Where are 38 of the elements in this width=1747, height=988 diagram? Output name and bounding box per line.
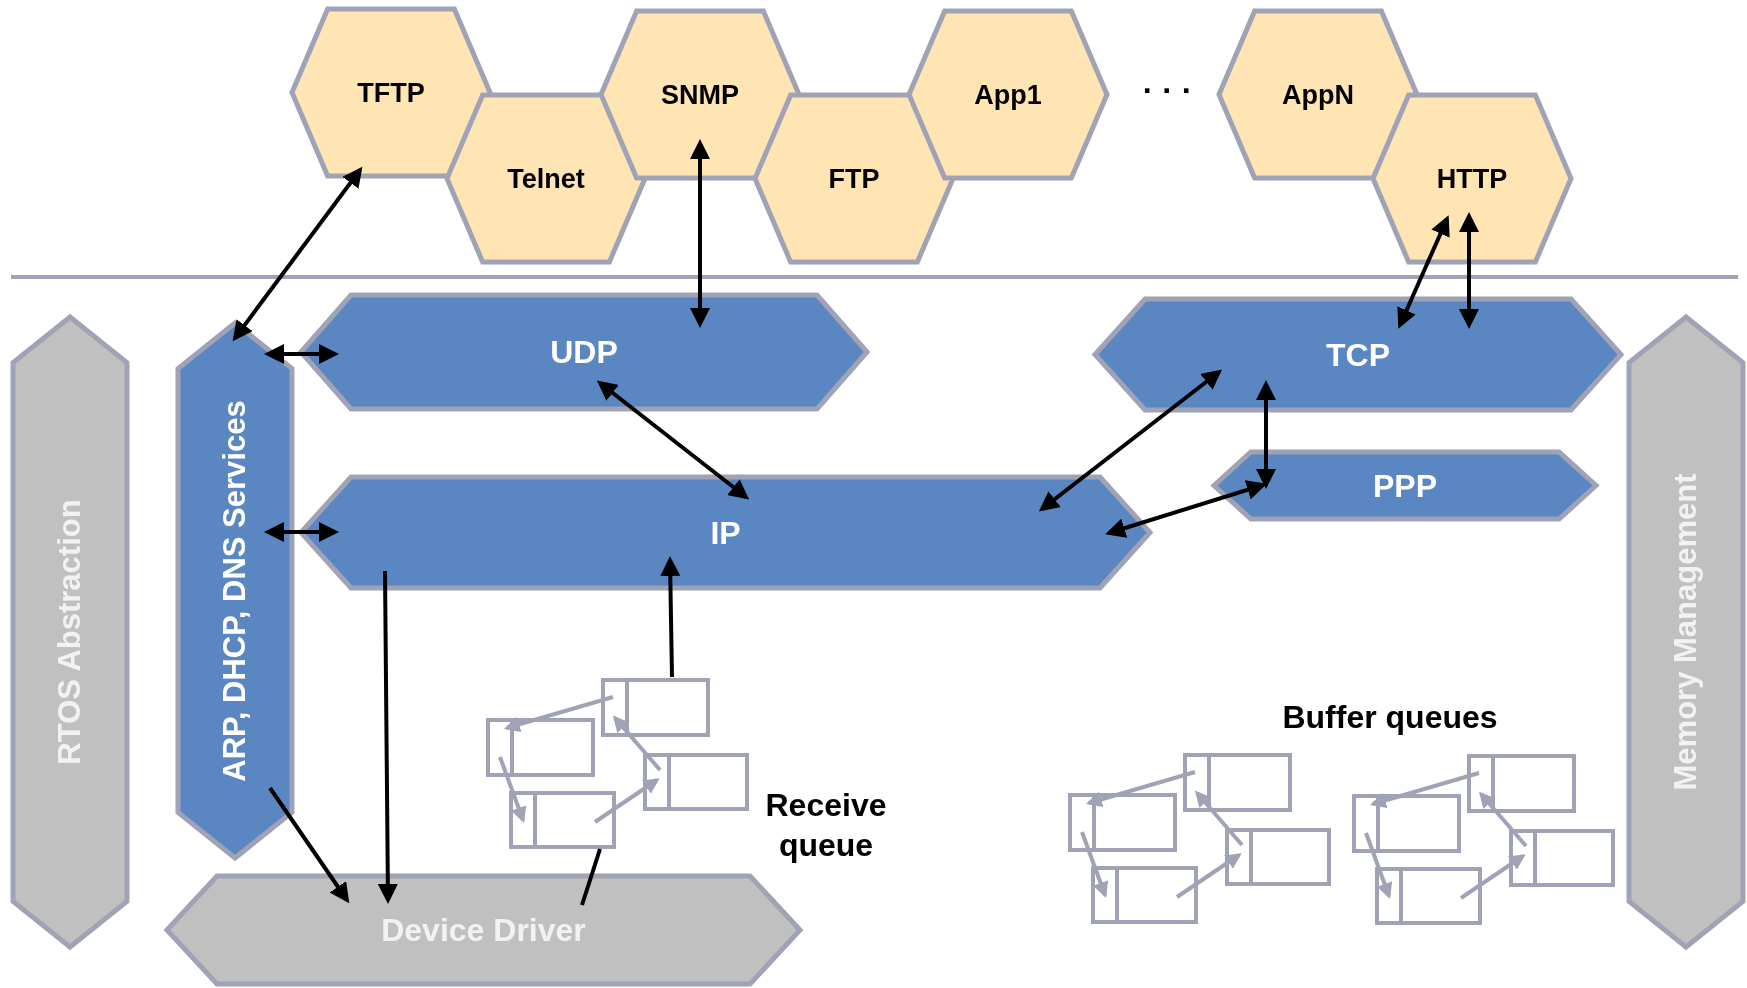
protocol-hexagon: [1373, 95, 1571, 262]
protocol-hexagon: [909, 11, 1107, 178]
ellipsis: · · ·: [1141, 71, 1194, 110]
arrow: [264, 344, 339, 364]
protocol-band: [301, 295, 867, 409]
section-caption: Buffer queues: [1281, 698, 1499, 737]
arrow: [264, 522, 339, 542]
arrow: [1459, 212, 1479, 329]
arrow: [377, 571, 398, 904]
protocol-hexagon: [447, 95, 645, 262]
arrow: [1105, 480, 1267, 538]
layer-label: HTTP: [1436, 163, 1508, 194]
arrow: [690, 139, 710, 328]
layer-label: AppN: [1282, 79, 1354, 110]
layer-label: App1: [974, 79, 1042, 110]
protocol-hexagon: [601, 11, 799, 178]
layer-label: ARP, DHCP, DNS Services: [217, 399, 253, 782]
layer-label: Telnet: [507, 163, 585, 194]
arrow: [232, 166, 363, 342]
arrow: [1038, 369, 1223, 512]
layer-label: FTP: [828, 163, 880, 194]
layer-label: SNMP: [661, 79, 739, 110]
queue-caption: Receive queue: [764, 786, 888, 865]
layer-band: [1629, 317, 1743, 947]
layer-label: UDP: [550, 333, 618, 371]
layer-band: [13, 317, 127, 947]
service-band: [178, 323, 292, 858]
protocol-hexagon: [755, 95, 953, 262]
protocol-hexagon: [292, 9, 490, 176]
arrow: [660, 556, 681, 678]
receive-queue-drawing: [488, 680, 747, 849]
protocol-hexagon: [1219, 11, 1417, 178]
arrow: [596, 380, 750, 500]
layer-label: TFTP: [357, 77, 425, 108]
layer-label: TCP: [1326, 336, 1390, 373]
arrow: [268, 786, 350, 904]
arrow: [1397, 215, 1450, 329]
layer-label: IP: [710, 514, 741, 551]
